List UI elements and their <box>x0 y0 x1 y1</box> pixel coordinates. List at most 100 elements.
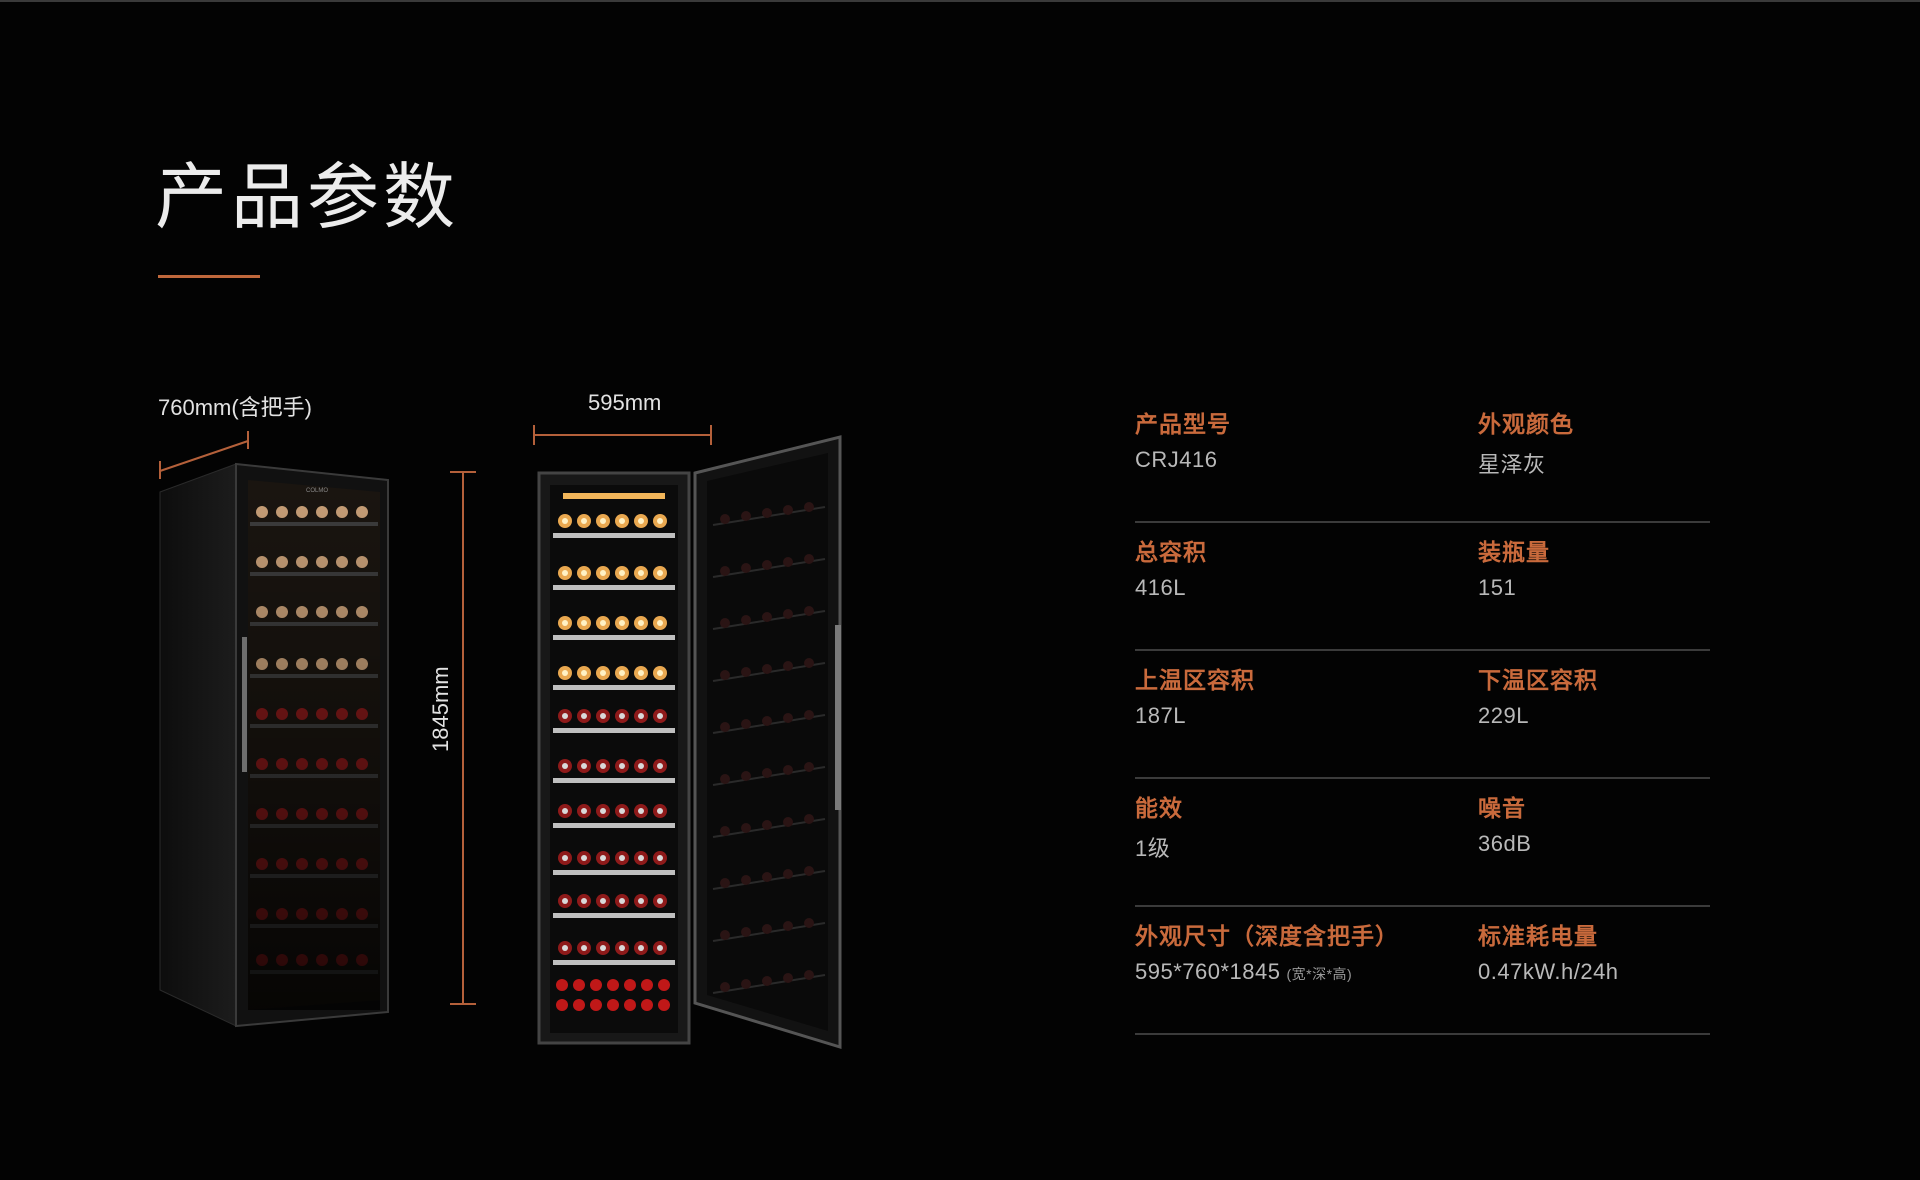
door-bottle <box>804 866 814 876</box>
door-bottle <box>783 869 793 879</box>
row-divider <box>1135 649 1710 651</box>
bottle-cap <box>638 855 644 861</box>
bottle-cap <box>657 670 663 676</box>
spec-value: 229L <box>1478 703 1529 728</box>
spec-value: 1级 <box>1135 836 1171 861</box>
bottle-cap <box>562 670 568 676</box>
door-bottle <box>762 820 772 830</box>
bottle-cap <box>638 763 644 769</box>
bottle-cap <box>562 570 568 576</box>
door-bottle <box>804 502 814 512</box>
wine-cabinet-open-image <box>537 435 842 1050</box>
spec-label: 装瓶量 <box>1478 540 1550 566</box>
bottle <box>607 979 619 991</box>
bottle-cap <box>657 570 663 576</box>
spec-value-text: 595*760*1845 <box>1135 959 1281 984</box>
bottle-cap <box>581 620 587 626</box>
bottle-cap <box>600 945 606 951</box>
door-bottle <box>783 765 793 775</box>
spec-cell: 下温区容积 229L <box>1478 661 1598 729</box>
bottle-cap <box>581 808 587 814</box>
spec-cell: 总容积 416L <box>1135 533 1207 601</box>
spec-cell: 外观颜色 星泽灰 <box>1478 405 1574 479</box>
door-bottle <box>762 768 772 778</box>
bottle <box>624 979 636 991</box>
door-bottle <box>804 762 814 772</box>
brand-mark: COLMO <box>306 488 328 494</box>
shelf <box>553 728 675 733</box>
bottle <box>556 999 568 1011</box>
bottle-cap <box>657 898 663 904</box>
door-bottle <box>741 563 751 573</box>
shelf <box>553 778 675 783</box>
door-bottle <box>741 823 751 833</box>
height-dimension-line <box>450 471 476 1005</box>
bottle <box>573 999 585 1011</box>
door-bottle <box>762 560 772 570</box>
top-border <box>0 0 1920 2</box>
bottle-cap <box>600 713 606 719</box>
bottle-cap <box>581 670 587 676</box>
bottle-cap <box>581 570 587 576</box>
door-bottle <box>741 719 751 729</box>
wine-cabinet-closed-image: COLMO <box>159 462 389 1028</box>
row-divider <box>1135 777 1710 779</box>
bottle-cap <box>581 713 587 719</box>
bottle-cap <box>619 763 625 769</box>
door-bottle <box>804 814 814 824</box>
spec-value: 595*760*1845(宽*深*高) <box>1135 959 1399 985</box>
spec-table: 产品型号 CRJ416 外观颜色 星泽灰 总容积 416L 装瓶量 151 上温… <box>1135 395 1710 1035</box>
bottle-cap <box>638 620 644 626</box>
door-bottle <box>741 875 751 885</box>
shelf <box>553 585 675 590</box>
spec-cell: 能效 1级 <box>1135 789 1183 863</box>
bottle-cap <box>619 518 625 524</box>
bottle-cap <box>638 945 644 951</box>
door-bottle <box>741 511 751 521</box>
bottle <box>641 979 653 991</box>
door-bottle <box>804 710 814 720</box>
row-divider <box>1135 521 1710 523</box>
row-divider <box>1135 1033 1710 1035</box>
spec-label: 外观颜色 <box>1478 412 1574 438</box>
door-bottle <box>720 930 730 940</box>
door-bottle <box>720 826 730 836</box>
door-bottle <box>762 508 772 518</box>
bottle-cap <box>619 570 625 576</box>
door-bottle <box>804 554 814 564</box>
door-bottle <box>762 976 772 986</box>
door-bottle <box>720 670 730 680</box>
spec-cell: 外观尺寸（深度含把手） 595*760*1845(宽*深*高) <box>1135 917 1399 985</box>
bottle-cap <box>619 855 625 861</box>
bottle-cap <box>581 855 587 861</box>
bottle-cap <box>638 670 644 676</box>
title-underline <box>158 275 260 278</box>
spec-value: 187L <box>1135 703 1186 728</box>
bottle-cap <box>600 763 606 769</box>
spec-label: 产品型号 <box>1135 412 1231 438</box>
door-bottle <box>762 716 772 726</box>
door-bottle <box>783 557 793 567</box>
shelf <box>553 823 675 828</box>
bottle <box>556 979 568 991</box>
bottle-cap <box>638 898 644 904</box>
door-bottle <box>741 771 751 781</box>
bottle-cap <box>619 945 625 951</box>
spec-row: 总容积 416L 装瓶量 151 <box>1135 523 1710 651</box>
bottle-cap <box>638 518 644 524</box>
door-bottle <box>720 566 730 576</box>
door-bottle <box>783 973 793 983</box>
spec-row: 产品型号 CRJ416 外观颜色 星泽灰 <box>1135 395 1710 523</box>
spec-value: 0.47kW.h/24h <box>1478 959 1619 984</box>
spec-cell: 标准耗电量 0.47kW.h/24h <box>1478 917 1619 985</box>
bottle-cap <box>600 620 606 626</box>
door-bottle <box>783 609 793 619</box>
bottle-cap <box>619 670 625 676</box>
door-bottle <box>783 817 793 827</box>
door-bottle <box>720 878 730 888</box>
spec-label: 标准耗电量 <box>1478 924 1598 950</box>
door-bottle <box>741 979 751 989</box>
bottle-cap <box>619 898 625 904</box>
bottle-cap <box>657 855 663 861</box>
door-bottle <box>783 921 793 931</box>
